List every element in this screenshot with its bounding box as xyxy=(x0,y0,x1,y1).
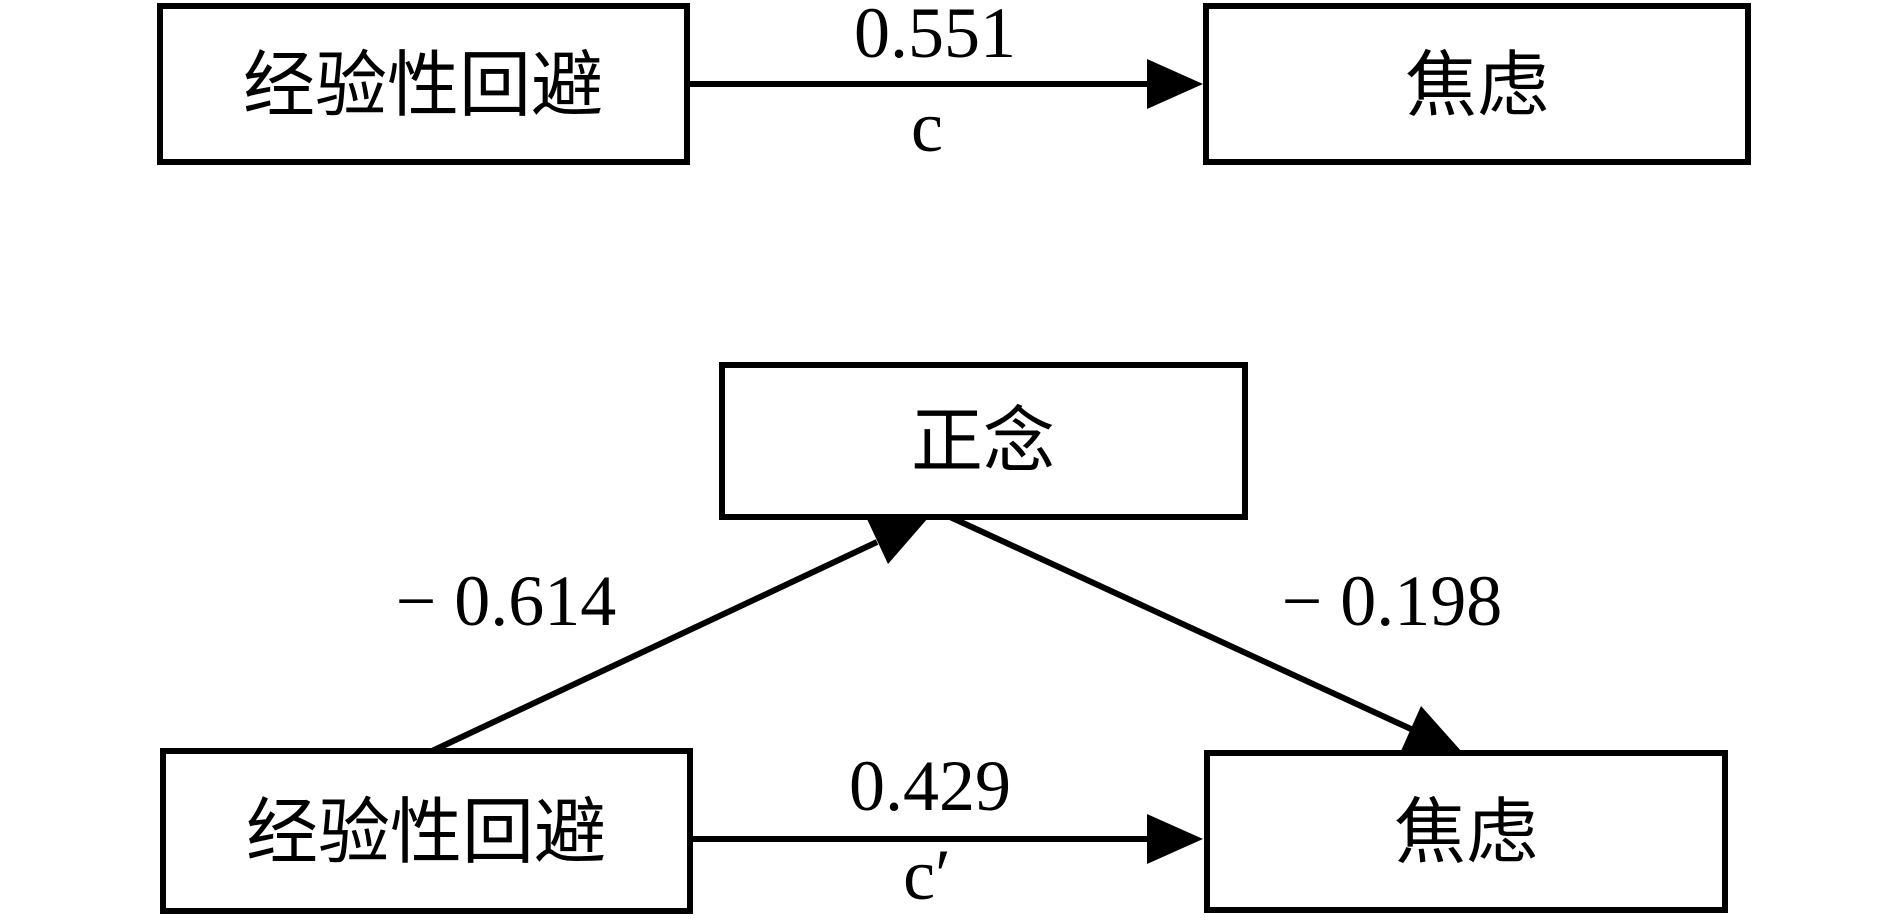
path-a-coefficient: − 0.614 xyxy=(396,561,617,641)
path-a-arrowhead-icon xyxy=(867,518,928,564)
path-b-arrowhead-icon xyxy=(1401,706,1462,752)
total-predictor-box xyxy=(157,3,690,165)
path-c-prime-arrowhead-icon xyxy=(1147,814,1203,864)
path-a-line xyxy=(430,539,879,754)
mediator-label: 正念 xyxy=(911,402,1055,482)
total-predictor-label: 经验性回避 xyxy=(243,46,603,126)
path-c-prime-name: c′ xyxy=(903,835,951,915)
path-c-arrowhead-icon xyxy=(1147,59,1203,109)
path-c-prime-coefficient: 0.429 xyxy=(849,746,1011,826)
path-c-coefficient: 0.551 xyxy=(854,0,1016,73)
mediation-predictor-label: 经验性回避 xyxy=(246,793,606,873)
mediation-outcome-box xyxy=(1204,750,1728,913)
path-c-name: c xyxy=(911,87,943,167)
path-b-line xyxy=(948,514,1413,732)
total-outcome-box xyxy=(1203,3,1751,165)
total-outcome-label: 焦虑 xyxy=(1405,46,1549,126)
mediator-box xyxy=(719,362,1248,520)
total-effect-model: 经验性回避 焦虑 0.551 c xyxy=(157,0,1751,167)
mediation-outcome-label: 焦虑 xyxy=(1394,793,1538,873)
path-b-coefficient: − 0.198 xyxy=(1282,561,1503,641)
mediation-model: 正念 经验性回避 焦虑 − 0.614 − 0.198 0.429 c′ xyxy=(160,362,1728,915)
mediation-predictor-box xyxy=(160,748,693,914)
